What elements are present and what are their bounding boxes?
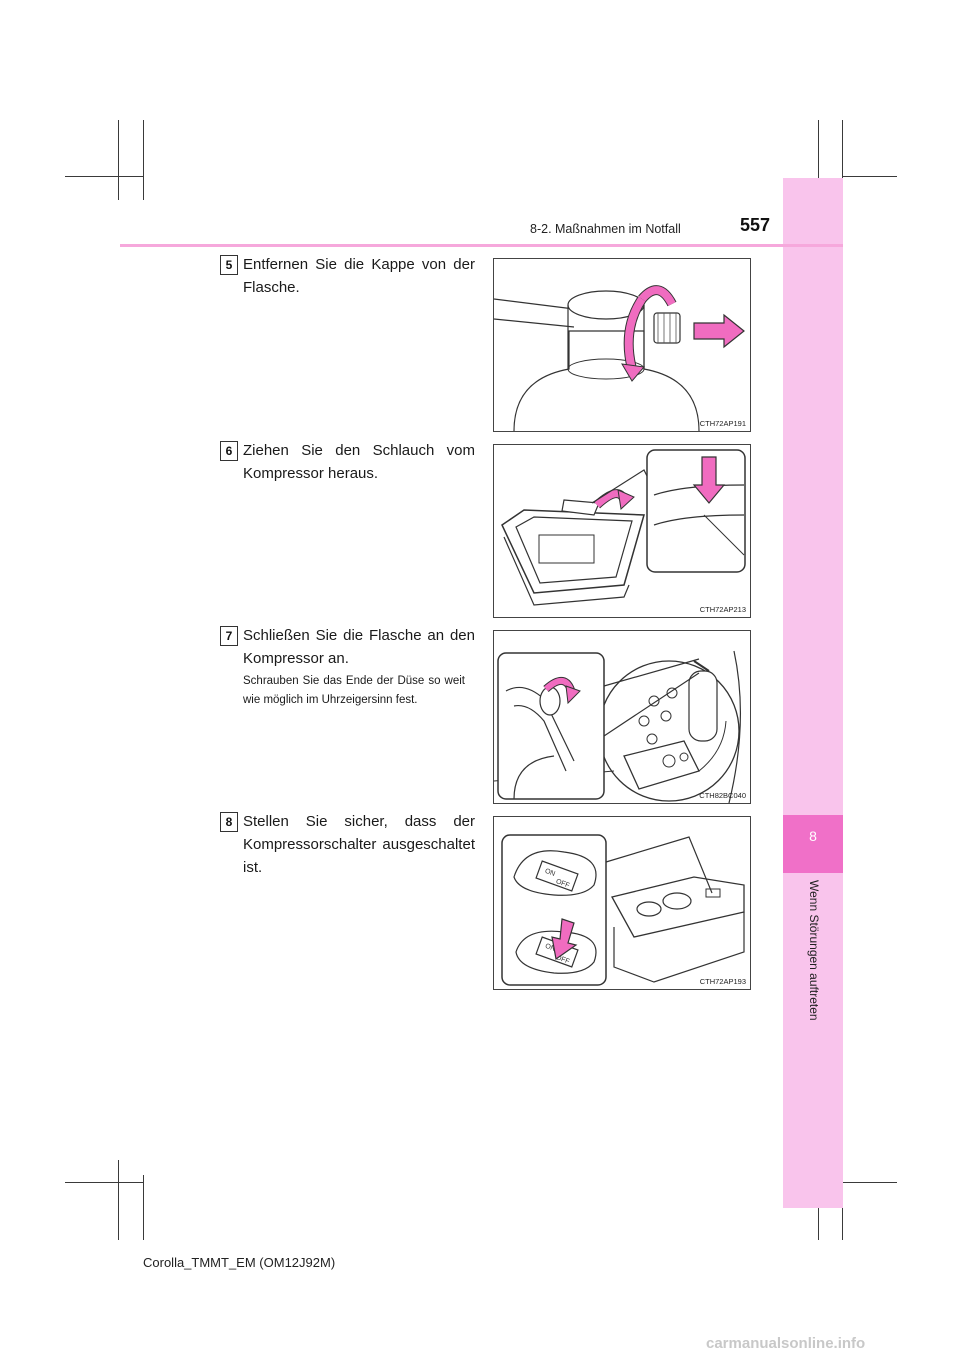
figure-code: CTH82BC040: [699, 791, 746, 800]
compressor-switch-illustration: ON OFF ON OFF: [501, 834, 745, 986]
crop-mark: [118, 1160, 119, 1240]
step-number-6: 6: [220, 441, 238, 461]
connect-bottle-illustration: [494, 650, 741, 803]
page-number: 557: [740, 215, 771, 235]
crop-mark: [143, 1175, 144, 1240]
step-text-7: Schließen Sie die Flasche an den Kompres…: [243, 627, 475, 667]
figure-code: CTH72AP193: [699, 977, 746, 986]
crop-mark: [65, 176, 143, 177]
switch-label-off: OFF: [555, 878, 571, 889]
step-number-7: 7: [220, 626, 238, 646]
chapter-tab: [783, 178, 843, 1208]
chapter-number: 8: [809, 828, 817, 844]
crop-mark: [818, 120, 819, 200]
step-number-8: 8: [220, 812, 238, 832]
switch-label-on: ON: [544, 943, 556, 953]
crop-mark: [842, 1182, 897, 1183]
figure-remove-hose: CTH72AP213: [493, 444, 751, 618]
step-text-6: Ziehen Sie den Schlauch vom Kompressor h…: [243, 442, 475, 482]
crop-mark: [842, 176, 897, 177]
crop-mark: [143, 120, 144, 200]
crop-mark: [842, 120, 843, 200]
switch-label-off: OFF: [555, 954, 571, 965]
crop-mark: [65, 1182, 143, 1183]
step-note-7: Schrauben Sie das Ende der Düse so weit …: [243, 675, 465, 706]
watermark: carmanualsonline.info: [706, 1335, 866, 1352]
step-text-5: Entfernen Sie die Kappe von der Flasche.: [243, 256, 475, 296]
section-title: 8-2. Maßnahmen im Notfall: [530, 222, 681, 236]
step-text-8: Stellen Sie sicher, dass der Kompressors…: [243, 813, 475, 876]
header-rule: [120, 244, 843, 247]
crop-mark: [118, 120, 119, 200]
figure-code: CTH72AP191: [699, 419, 746, 428]
compressor-hose-illustration: [501, 449, 746, 606]
chapter-title: Wenn Störungen auftreten: [807, 880, 821, 1021]
bottle-cap-illustration: [494, 285, 745, 431]
switch-label-on: ON: [544, 868, 556, 878]
figure-remove-cap: CTH72AP191: [493, 258, 751, 432]
figure-compressor-switch: ON OFF ON OFF CTH72AP193: [493, 816, 751, 990]
document-id: Corolla_TMMT_EM (OM12J92M): [143, 1255, 336, 1270]
figure-connect-bottle: CTH82BC040: [493, 630, 751, 804]
step-number-5: 5: [220, 255, 238, 275]
chapter-tab-active: [783, 815, 843, 873]
figure-code: CTH72AP213: [699, 605, 746, 614]
